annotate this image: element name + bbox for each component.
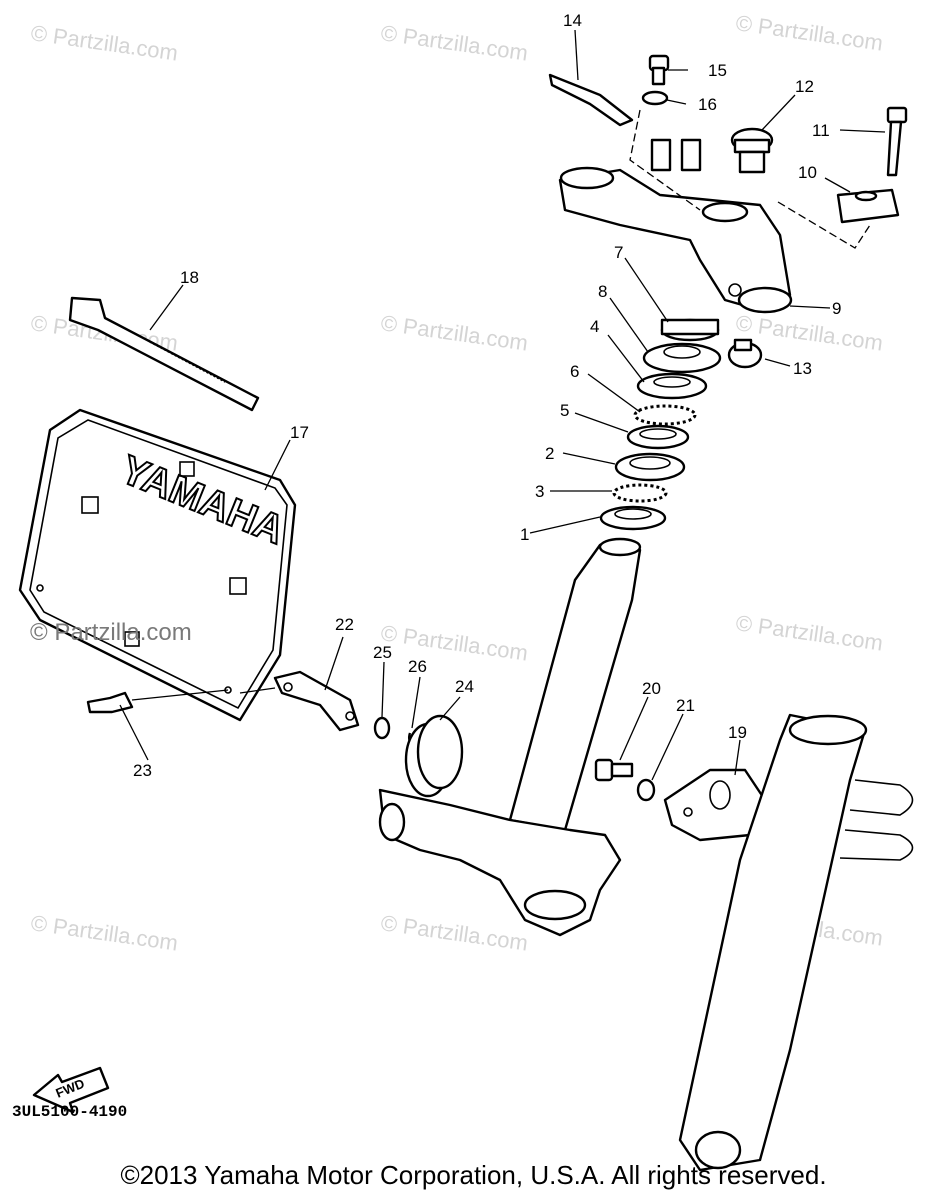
steering-stem xyxy=(378,537,642,937)
callout-16: 16 xyxy=(698,95,717,114)
callout-15: 15 xyxy=(708,61,727,80)
part-18-cable-tie xyxy=(68,296,260,412)
callout-18: 18 xyxy=(180,268,199,287)
part-15-bolt xyxy=(648,54,670,86)
watermark-bold: © Partzilla.com xyxy=(30,619,192,646)
callout-26: 26 xyxy=(408,657,427,676)
callout-10: 10 xyxy=(798,163,817,182)
diagram-code: 3UL5100-4190 xyxy=(12,1103,128,1121)
plate-hole-2 xyxy=(229,577,247,595)
callout-9: 9 xyxy=(832,299,841,318)
callout-6: 6 xyxy=(570,362,579,381)
plate-hole-3 xyxy=(124,631,140,647)
callout-labels: 1 2 3 4 5 6 7 8 9 10 11 12 13 14 15 16 1… xyxy=(133,11,841,780)
watermark-9: © Partzilla.com xyxy=(29,910,179,955)
part-3-balls xyxy=(612,483,668,503)
part-24-cap xyxy=(404,714,464,798)
callout-3: 3 xyxy=(535,482,544,501)
plate-hole-1 xyxy=(81,496,99,514)
callout-1: 1 xyxy=(520,525,529,544)
watermark-5: © Partzilla.com xyxy=(379,310,529,355)
part-2-race xyxy=(614,452,686,482)
front-fork xyxy=(678,713,914,1172)
callout-13: 13 xyxy=(793,359,812,378)
callout-4: 4 xyxy=(590,317,599,336)
part-6-balls xyxy=(633,404,697,426)
leader-lines xyxy=(119,29,886,781)
callout-17: 17 xyxy=(290,423,309,442)
part-20-bolt xyxy=(594,758,634,782)
part-8-washer xyxy=(642,342,722,374)
part-17-number-plate: YAMAHA xyxy=(18,408,297,722)
callout-24: 24 xyxy=(455,677,474,696)
callout-21: 21 xyxy=(676,696,695,715)
part-14-bracket xyxy=(548,73,634,127)
fwd-arrow-icon: FWD xyxy=(32,1066,110,1114)
part-16-washer xyxy=(641,90,669,106)
callout-7: 7 xyxy=(614,243,623,262)
plate-hole-4 xyxy=(179,461,195,477)
callout-11: 11 xyxy=(812,121,830,140)
watermark-10: © Partzilla.com xyxy=(379,910,529,955)
part-21-washer xyxy=(636,778,656,802)
callout-14: 14 xyxy=(563,11,582,30)
callout-5: 5 xyxy=(560,401,569,420)
copyright-footer: ©2013 Yamaha Motor Corporation, U.S.A. A… xyxy=(120,1160,827,1190)
part-7-ring-nut xyxy=(660,318,720,342)
callout-25: 25 xyxy=(373,643,392,662)
callout-20: 20 xyxy=(642,679,661,698)
part-1-race xyxy=(599,505,667,531)
watermark-2: © Partzilla.com xyxy=(379,20,529,65)
callout-2: 2 xyxy=(545,444,554,463)
part-4-race xyxy=(636,372,708,400)
callout-12: 12 xyxy=(795,77,814,96)
part-9-upper-bracket xyxy=(558,138,793,314)
watermark-3: © Partzilla.com xyxy=(734,10,884,55)
callout-19: 19 xyxy=(728,723,747,742)
part-13-cap xyxy=(727,338,763,369)
part-22-stay xyxy=(239,670,360,732)
watermark-1: © Partzilla.com xyxy=(29,20,179,65)
callout-8: 8 xyxy=(598,282,607,301)
watermark-8: © Partzilla.com xyxy=(734,610,884,655)
part-10-clamp xyxy=(836,188,900,224)
callout-23: 23 xyxy=(133,761,152,780)
watermark-7: © Partzilla.com xyxy=(379,620,529,665)
part-25-washer xyxy=(373,716,391,740)
part-11-bolt xyxy=(886,106,908,177)
part-12-nut xyxy=(730,127,774,174)
callout-22: 22 xyxy=(335,615,354,634)
part-5-seal xyxy=(626,424,690,450)
